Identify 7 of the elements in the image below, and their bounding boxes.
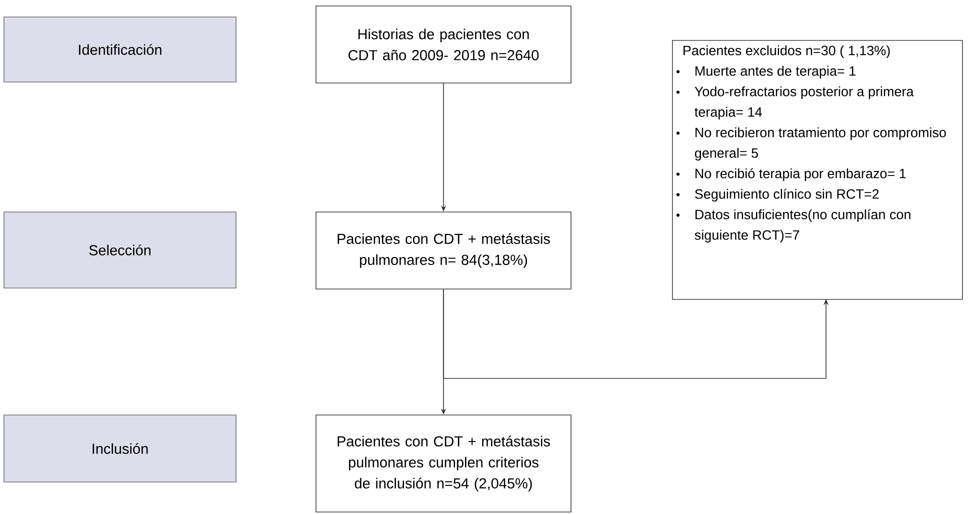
process-box: Historias de pacientes con CDT año 2009- 2019 n=2640 — [316, 6, 572, 84]
exclusion-box: Pacientes excluidos n=30 ( 1,13%) Muerte antes de terapia= 1 Yodo-refractarios posterior a primera terapia= 14 No recibieron tratamiento por compromiso general= 5 No recibió terapia por embarazo= 1 Seguimiento clínico sin RCT=2 Datos insuficientes(no cumplían con siguiente RCT)=7 — [672, 40, 963, 300]
stage-box: Inclusión — [4, 414, 236, 482]
stage-box: Selección — [4, 212, 236, 288]
process-box: Pacientes con CDT + metástasis pulmonares cumplen criterios de inclusión n=54 (2,045%) — [316, 414, 572, 512]
stage-box: Identificación — [4, 16, 236, 82]
process-box: Pacientes con CDT + metástasis pulmonares n= 84(3,18%) — [316, 212, 572, 290]
